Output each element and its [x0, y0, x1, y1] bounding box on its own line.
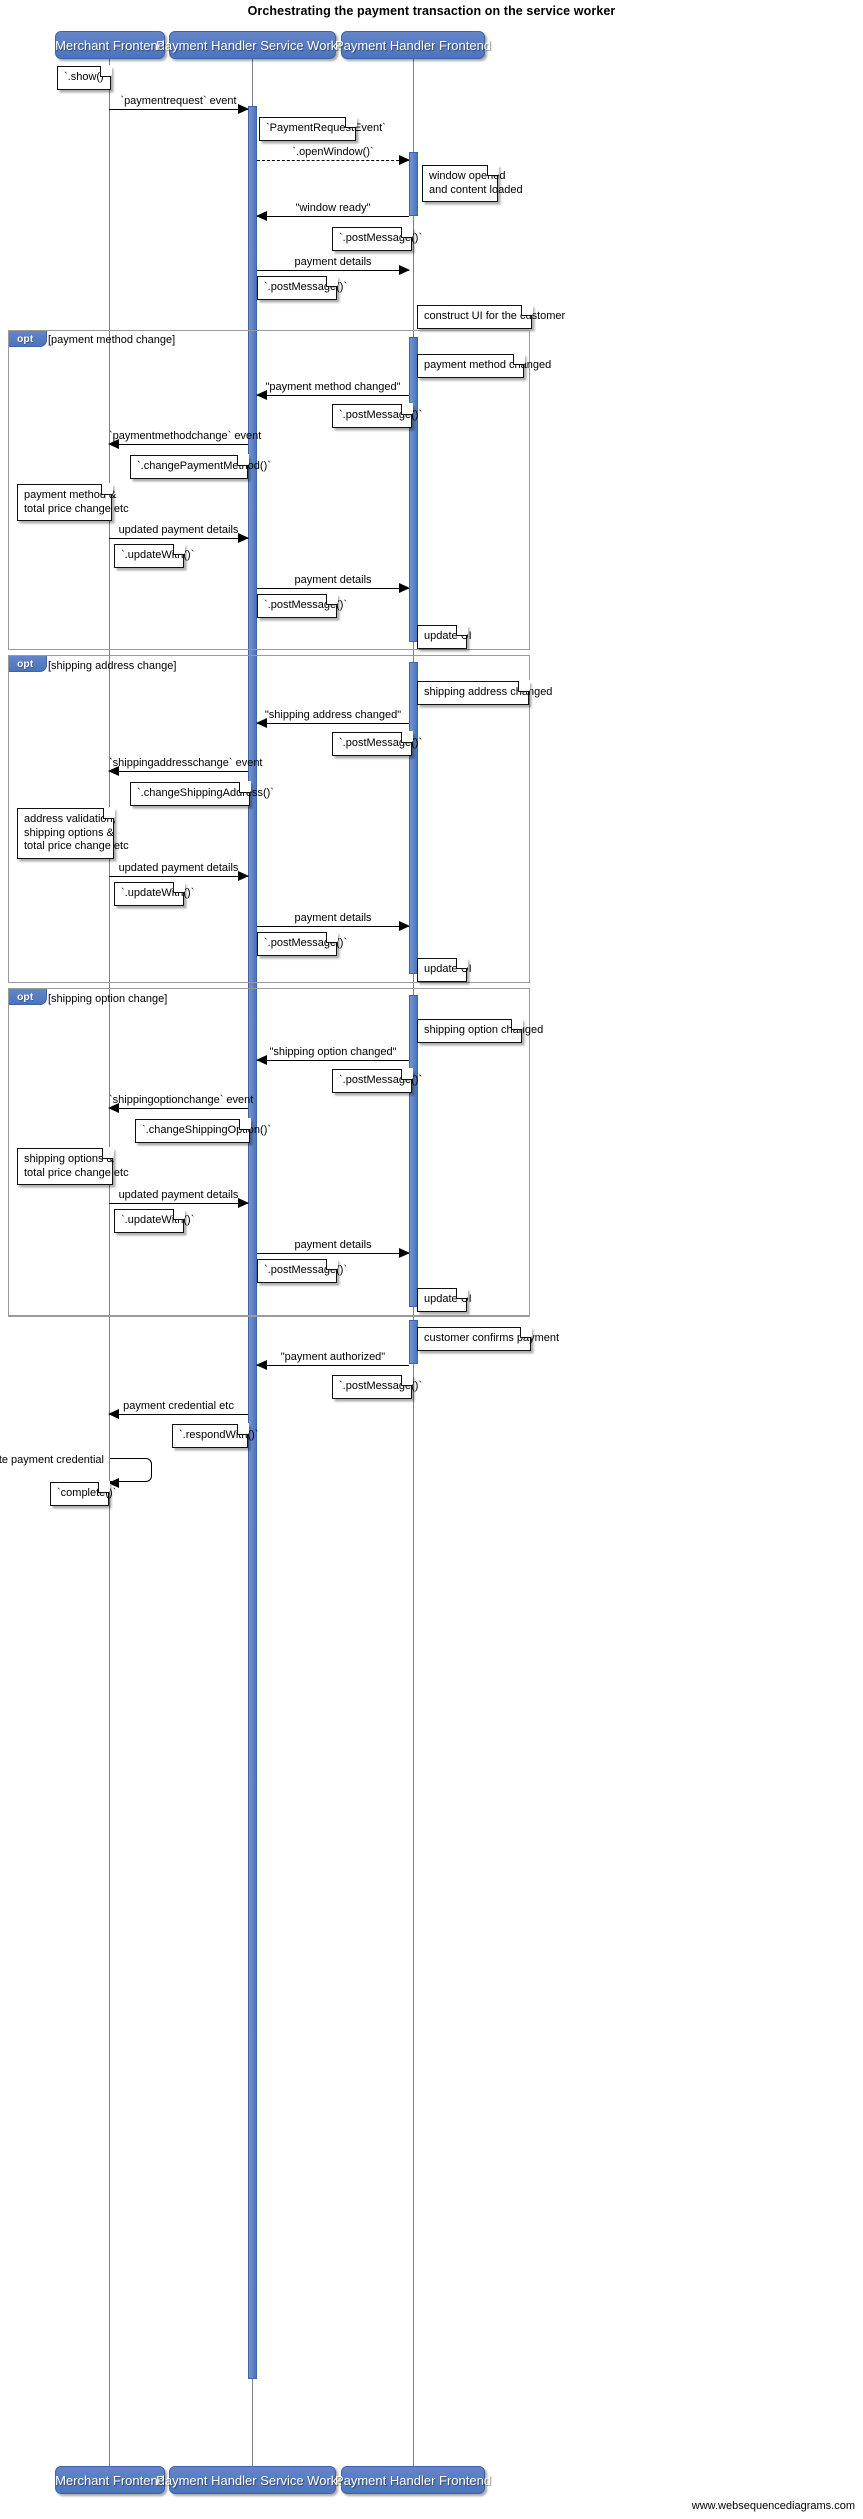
message-paymentrequest-event: `paymentrequest` event: [109, 95, 249, 114]
message-updated-payment-details-3: updated payment details: [109, 1189, 249, 1208]
fragment-tab-opt-2: opt: [9, 656, 47, 672]
message-payment-details-4: payment details: [257, 1239, 410, 1258]
note-postmessage-4: `.postMessage()`: [257, 593, 347, 618]
note-window-opened: window opened and content loaded: [422, 164, 523, 202]
note-updatewith-1: `.updateWith()`: [114, 543, 194, 568]
activation-phf-2: [409, 337, 418, 642]
note-payment-request-event: `PaymentRequestEvent`: [259, 116, 386, 141]
page-title: Orchestrating the payment transaction on…: [247, 4, 616, 18]
note-show: `.show()`: [57, 65, 112, 90]
note-postmessage-6: `.postMessage()`: [257, 931, 347, 956]
message-payment-details-2: payment details: [257, 574, 410, 593]
note-postmessage-2: `.postMessage()`: [257, 275, 347, 300]
activation-phf-1: [409, 152, 418, 216]
message-label: "payment method changed": [265, 381, 401, 393]
fragment-tab-opt-3: opt: [9, 989, 47, 1005]
note-payment-method-price-change: payment method & total price change etc: [17, 483, 129, 521]
note-update-ui-1: update UI: [417, 624, 472, 649]
note-postmessage-5: `.postMessage()`: [332, 731, 422, 756]
activation-phf-4: [409, 995, 418, 1307]
note-payment-method-changed: payment method changed: [417, 353, 551, 378]
actor-service-worker-bottom[interactable]: Payment Handler Service Worker: [156, 2466, 349, 2494]
message-label: updated payment details: [118, 524, 239, 536]
message-label: payment details: [294, 1239, 372, 1251]
message-shipping-address-changed: "shipping address changed": [256, 709, 409, 728]
note-complete: `complete()`: [50, 1481, 116, 1506]
fragment-tab-opt-1: opt: [9, 331, 47, 347]
message-paymentmethodchange-event: `paymentmethodchange` event: [108, 430, 261, 449]
message-label: `paymentmethodchange` event: [109, 430, 262, 442]
message-shippingaddresschange-event: `shippingaddresschange` event: [108, 757, 263, 776]
actor-payment-handler-frontend-bottom[interactable]: Payment Handler Frontend: [335, 2466, 491, 2494]
message-label: payment credential etc: [123, 1400, 234, 1412]
message-label: updated payment details: [118, 862, 239, 874]
message-label: `shippingoptionchange` event: [109, 1094, 254, 1106]
message-label: "window ready": [295, 202, 371, 214]
note-postmessage-7: `.postMessage()`: [332, 1068, 422, 1093]
note-shipping-option-changed: shipping option changed: [417, 1018, 543, 1043]
message-label: validate payment credential: [0, 1454, 104, 1466]
fragment-divider: [8, 1316, 530, 1317]
note-postmessage-9: `.postMessage()`: [332, 1374, 422, 1399]
message-label: updated payment details: [118, 1189, 239, 1201]
message-label: `shippingaddresschange` event: [109, 757, 263, 769]
note-postmessage-3: `.postMessage()`: [332, 403, 422, 428]
self-message-validate-payment-credential: validate payment credential: [0, 1454, 152, 1488]
note-construct-ui: construct UI for the customer: [417, 304, 565, 329]
note-change-shipping-option: `.changeShippingOption()`: [135, 1118, 271, 1143]
message-label: `paymentrequest` event: [120, 95, 237, 107]
activation-service-worker: [248, 106, 257, 2379]
message-label: "payment authorized": [280, 1351, 386, 1363]
message-payment-credential: payment credential etc: [108, 1400, 248, 1419]
activation-phf-3: [409, 662, 418, 974]
message-label: payment details: [294, 256, 372, 268]
message-updated-payment-details-1: updated payment details: [109, 524, 249, 543]
fragment-condition-1: [payment method change]: [48, 334, 176, 346]
note-update-ui-3: update UI: [417, 1287, 472, 1312]
note-postmessage-1: `.postMessage()`: [332, 226, 422, 251]
note-updatewith-2: `.updateWith()`: [114, 881, 194, 906]
message-label: "shipping address changed": [264, 709, 402, 721]
actor-service-worker-top[interactable]: Payment Handler Service Worker: [156, 31, 349, 59]
note-shipping-address-changed: shipping address changed: [417, 680, 552, 705]
note-respondwith: `.respondWith()`: [172, 1423, 258, 1448]
message-payment-details-1: payment details: [257, 256, 410, 275]
message-payment-authorized: "payment authorized": [256, 1351, 409, 1370]
message-label: `.openWindow()`: [292, 146, 374, 158]
message-label: "shipping option changed": [269, 1046, 397, 1058]
note-address-validation: address validation, shipping options & t…: [17, 807, 129, 859]
note-postmessage-8: `.postMessage()`: [257, 1258, 347, 1283]
lifeline-merchant: [109, 58, 110, 2470]
actor-merchant-bottom[interactable]: Merchant Frontend: [55, 2466, 165, 2494]
message-label: payment details: [294, 912, 372, 924]
message-payment-details-3: payment details: [257, 912, 410, 931]
note-updatewith-3: `.updateWith()`: [114, 1208, 194, 1233]
message-open-window: `.openWindow()`: [257, 146, 410, 165]
watermark: www.websequencediagrams.com: [691, 2500, 855, 2512]
message-window-ready: "window ready": [256, 202, 409, 221]
message-payment-method-changed: "payment method changed": [256, 381, 409, 400]
note-shipping-options-price-change: shipping options & total price change et…: [17, 1147, 129, 1185]
actor-merchant-top[interactable]: Merchant Frontend: [55, 31, 165, 59]
message-updated-payment-details-2: updated payment details: [109, 862, 249, 881]
message-shippingoptionchange-event: `shippingoptionchange` event: [108, 1094, 253, 1113]
message-label: payment details: [294, 574, 372, 586]
actor-payment-handler-frontend-top[interactable]: Payment Handler Frontend: [335, 31, 491, 59]
note-update-ui-2: update UI: [417, 957, 472, 982]
message-shipping-option-changed: "shipping option changed": [256, 1046, 409, 1065]
note-customer-confirms-payment: customer confirms payment: [417, 1326, 559, 1351]
fragment-condition-2: [shipping address change]: [48, 660, 177, 672]
note-change-shipping-address: `.changeShippingAddress()`: [130, 781, 274, 806]
note-change-payment-method: `.changePaymentMethod()`: [130, 454, 271, 479]
fragment-condition-3: [shipping option change]: [48, 993, 168, 1005]
